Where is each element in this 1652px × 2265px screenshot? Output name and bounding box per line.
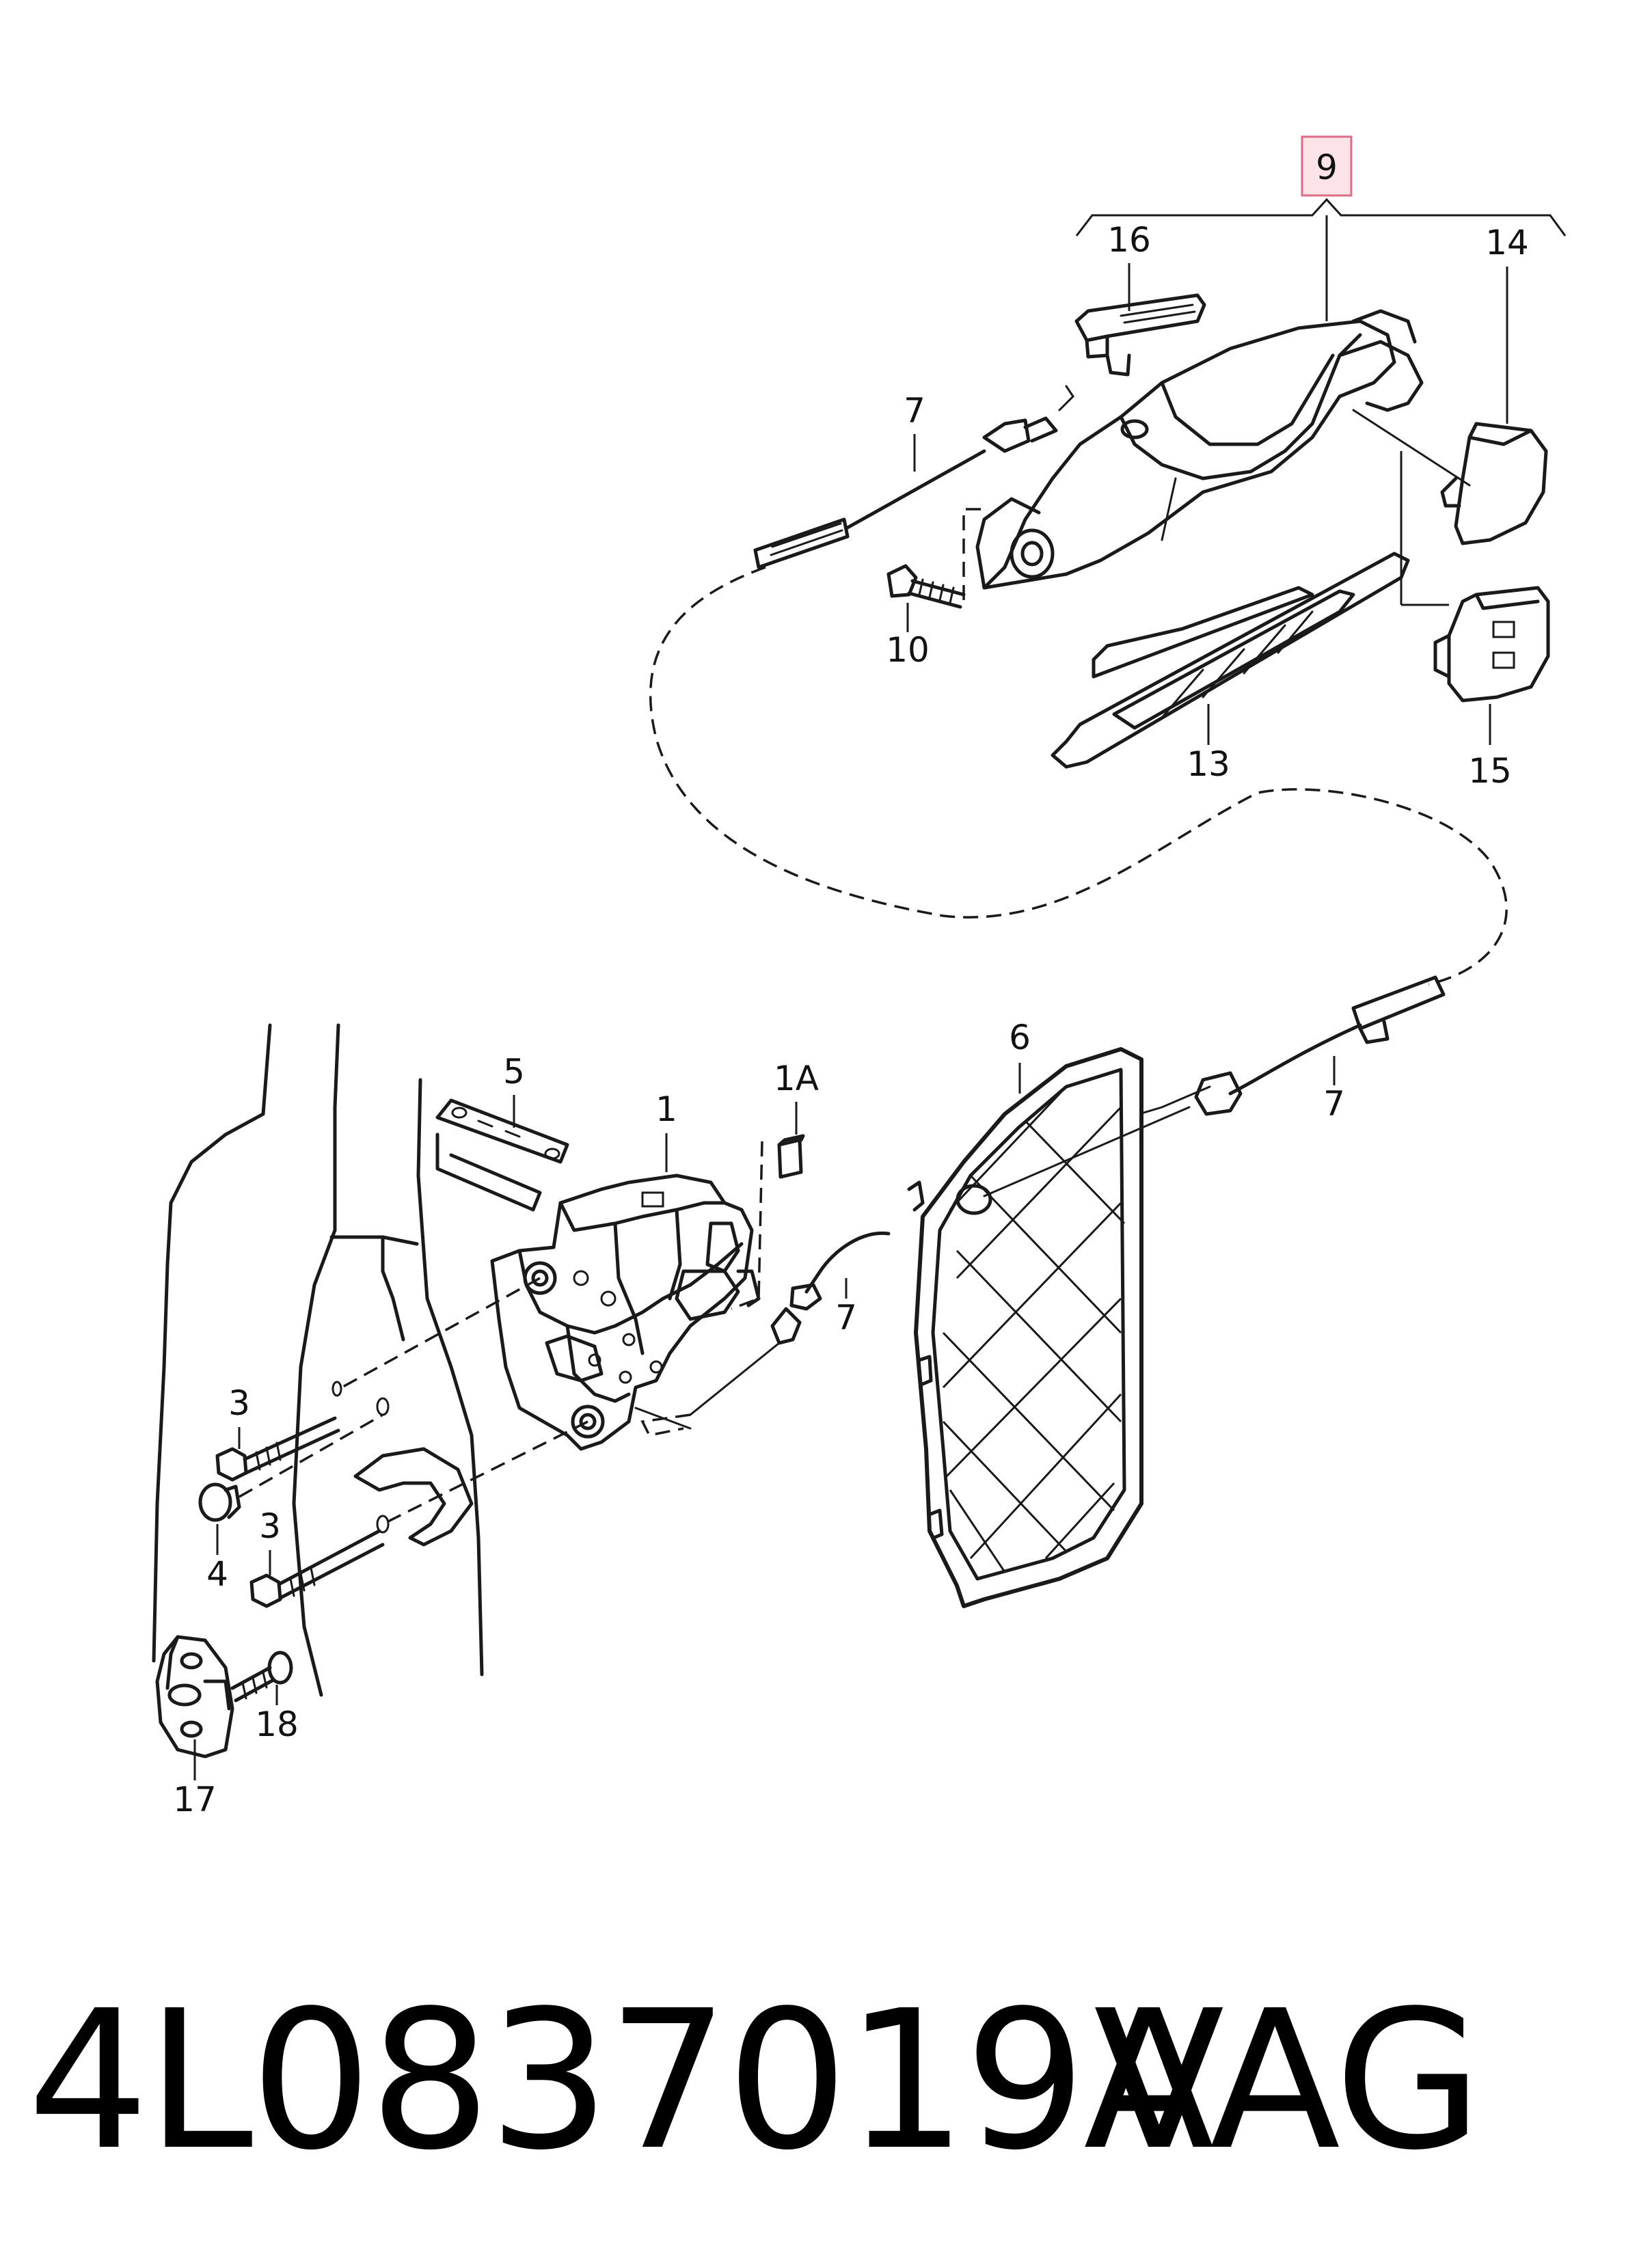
- callout-7-center[interactable]: 7: [835, 1298, 857, 1338]
- callout-1a[interactable]: 1A: [774, 1059, 819, 1098]
- part-number-label: 4L0837019A: [27, 1970, 1215, 2193]
- callout-1[interactable]: 1: [655, 1089, 677, 1129]
- part-3-bolt-upper: [215, 1416, 340, 1482]
- part-17-striker-plate: [155, 1635, 234, 1759]
- part-3-bolt-lower: [249, 1529, 385, 1608]
- callout-17[interactable]: 17: [173, 1780, 217, 1819]
- callout-7-right[interactable]: 7: [1323, 1084, 1345, 1124]
- callout-5[interactable]: 5: [503, 1052, 525, 1091]
- brand-label: VAG: [1094, 1970, 1482, 2193]
- callout-7-upper[interactable]: 7: [904, 391, 925, 431]
- part-7-cable-lower-right: [1092, 975, 1446, 1129]
- part-7-cable-center: [689, 1231, 891, 1416]
- part-18-screw: [230, 1651, 293, 1703]
- part-14-end-cap: [1440, 422, 1548, 545]
- part-10-screw: [886, 564, 966, 609]
- door-frame: [152, 1023, 484, 1697]
- callout-3-lower[interactable]: 3: [259, 1506, 281, 1546]
- part-1-lock-mechanism: [490, 1174, 761, 1451]
- part-13-trim-strip: [1051, 552, 1410, 769]
- part-5-cover-plate: [435, 1098, 569, 1212]
- callout-6[interactable]: 6: [1009, 1018, 1031, 1057]
- part-16-cap: [1074, 293, 1206, 377]
- assembly-line-lower-bolt: [382, 1420, 588, 1525]
- cable-route-dashed: [649, 566, 1508, 986]
- callout-18[interactable]: 18: [255, 1705, 299, 1744]
- assembly-line-upper-bolt: [341, 1277, 541, 1389]
- callout-14[interactable]: 14: [1485, 223, 1529, 262]
- assembly-line-10: [962, 508, 984, 600]
- callout-13[interactable]: 13: [1187, 744, 1230, 784]
- part-9-handle-carrier: [975, 309, 1471, 590]
- callout-4[interactable]: 4: [206, 1554, 228, 1594]
- assembly-line-4: [239, 1413, 383, 1498]
- callout-16[interactable]: 16: [1107, 220, 1151, 260]
- part-1a-clip: [777, 1134, 805, 1179]
- part-7-cable-upper: [753, 385, 1074, 569]
- caption: 4L0837019A VAG: [27, 1968, 1627, 2194]
- part-4-cap: [198, 1482, 241, 1522]
- callout-9[interactable]: 9: [1316, 148, 1338, 187]
- callout-10[interactable]: 10: [886, 630, 930, 670]
- assembly-line-1a: [731, 1141, 763, 1310]
- callout-9-highlight-box: [1301, 135, 1353, 197]
- callout-3-upper[interactable]: 3: [228, 1383, 250, 1423]
- assembly-line-cable: [640, 1413, 691, 1437]
- part-15-lock-cap: [1433, 586, 1550, 703]
- callout-15[interactable]: 15: [1468, 751, 1512, 791]
- bracket-9: [1075, 198, 1567, 236]
- part-6-panel: [907, 1047, 1191, 1608]
